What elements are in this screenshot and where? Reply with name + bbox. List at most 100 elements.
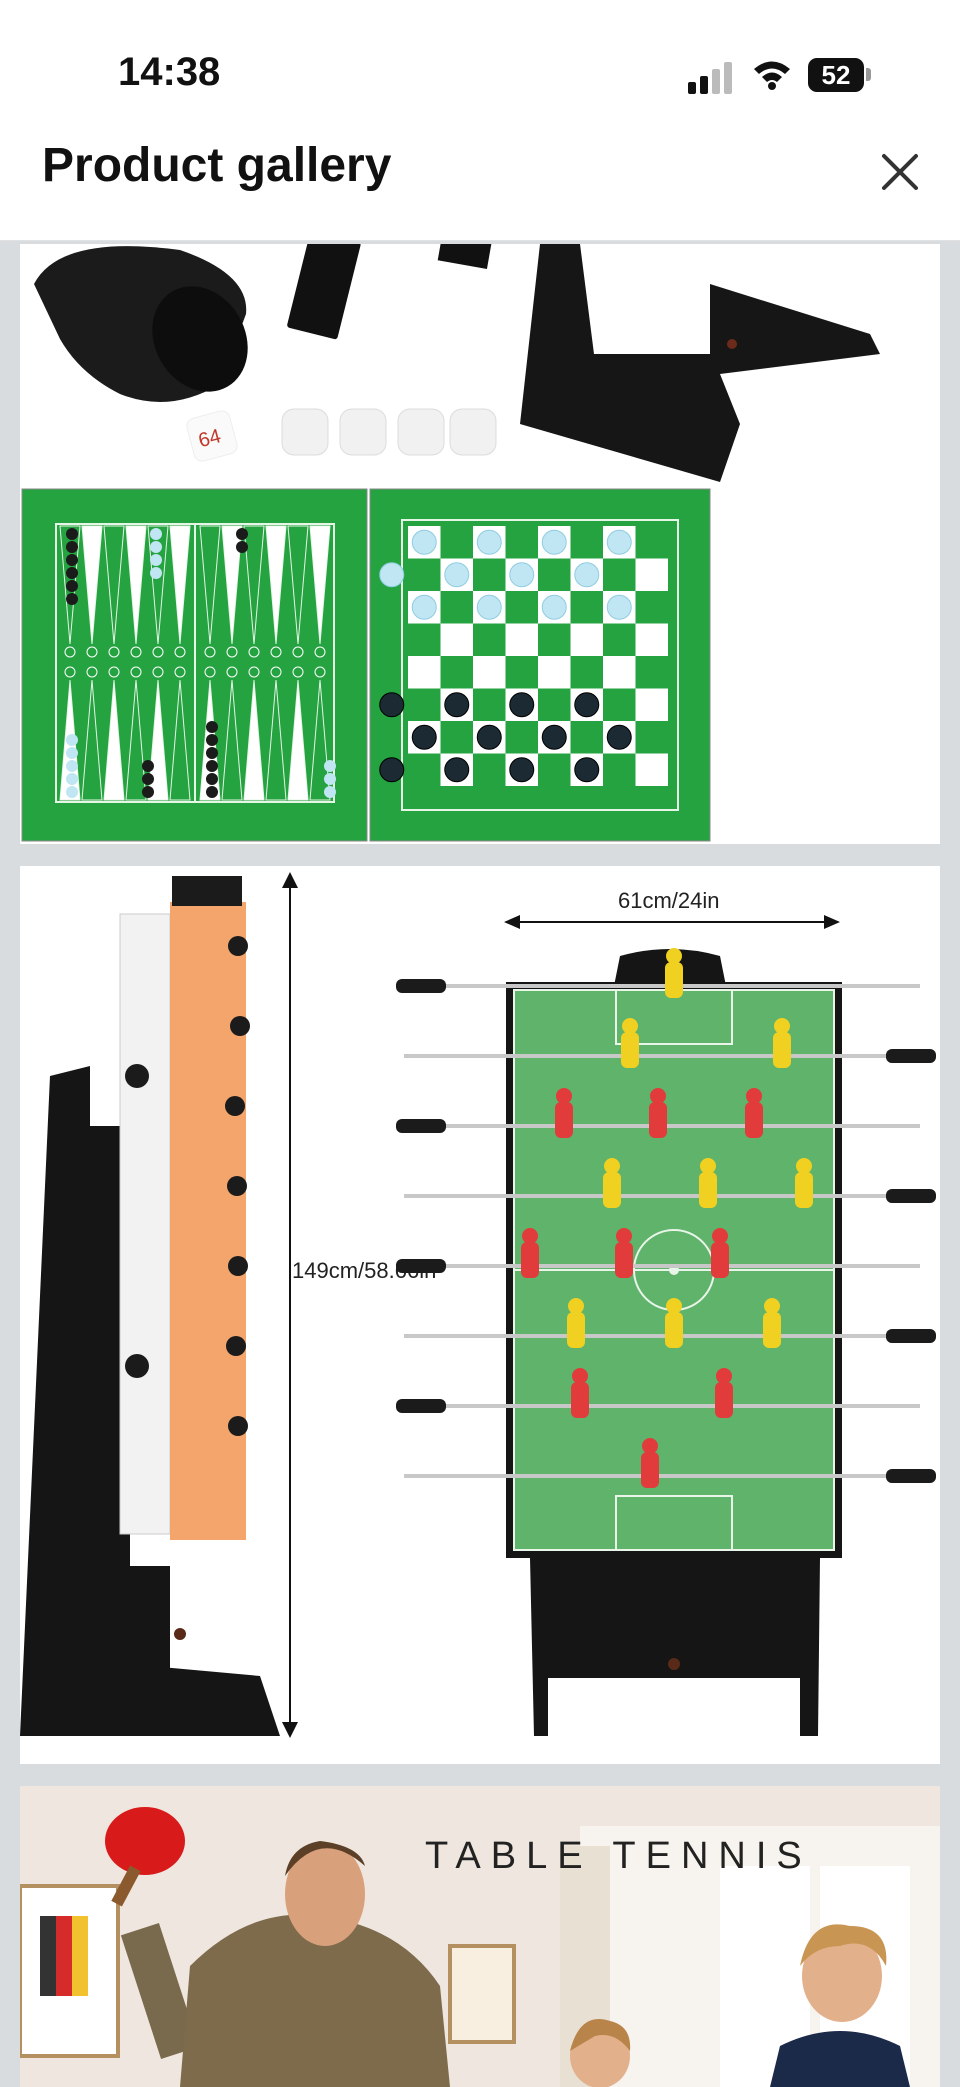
backgammon-point (169, 679, 191, 801)
checkers-square (635, 753, 668, 786)
foosball-player-head (774, 1018, 790, 1034)
checkers-board (369, 488, 711, 842)
checkers-square (538, 688, 571, 721)
checker-piece-light (411, 594, 437, 620)
backgammon-checker (206, 747, 218, 759)
leg-piece (437, 244, 493, 269)
battery-indicator: 52 (808, 58, 864, 92)
checkers-square (538, 753, 571, 786)
backgammon-marker (152, 646, 164, 658)
checker-piece-light (476, 594, 502, 620)
checkers-square (635, 721, 668, 754)
checkers-square (538, 558, 571, 591)
backgammon-point (265, 525, 287, 645)
ping-pong-paddle (105, 1807, 185, 1907)
backgammon-checker (150, 541, 162, 553)
backgammon-marker (174, 646, 186, 658)
backgammon-checker (66, 580, 78, 592)
backgammon-checker (66, 554, 78, 566)
foosball-player (665, 962, 683, 998)
white-dice (281, 408, 497, 456)
backgammon-checker (236, 541, 248, 553)
foosball-player-head (650, 1088, 666, 1104)
gallery-image-games[interactable]: 64 (20, 244, 940, 844)
backgammon-checker (142, 773, 154, 785)
checkers-square (505, 656, 538, 689)
checkers-square (408, 688, 441, 721)
checkers-square (408, 558, 441, 591)
foosball-player (745, 1102, 763, 1138)
folded-table-side-view (20, 876, 280, 1736)
checker-piece-light (541, 529, 567, 555)
backgammon-point (147, 679, 169, 801)
backgammon-checker (66, 773, 78, 785)
checker-piece-light (541, 594, 567, 620)
backgammon-marker (314, 646, 326, 658)
checkers-square (603, 558, 636, 591)
backgammon-checker (206, 773, 218, 785)
backgammon-checker (150, 567, 162, 579)
checkers-square (570, 526, 603, 559)
checker-piece-dark (379, 692, 405, 718)
checkers-square (538, 623, 571, 656)
checker-piece-dark (476, 724, 502, 750)
table-tennis-image: TABLE TENNIS (20, 1786, 940, 2087)
backgammon-checker (150, 554, 162, 566)
backgammon-point (221, 679, 243, 801)
backgammon-marker (86, 646, 98, 658)
checkers-square (408, 656, 441, 689)
gallery-image-foosball[interactable]: 149cm/58.66in 61cm/24in (20, 866, 940, 1764)
backgammon-checker (324, 786, 336, 798)
foosball-player-head (700, 1158, 716, 1174)
foosball-handle (396, 979, 446, 993)
checkers-square (440, 623, 473, 656)
foosball-player-head (666, 948, 682, 964)
backgammon-point (125, 525, 147, 645)
man-player (120, 1841, 450, 2087)
backgammon-point (309, 525, 331, 645)
checkers-square (635, 526, 668, 559)
checkers-square (635, 688, 668, 721)
backgammon-marker (130, 666, 142, 678)
foosball-image: 149cm/58.66in 61cm/24in (20, 872, 936, 1738)
backgammon-point (265, 679, 287, 801)
checkers-square (635, 623, 668, 656)
checkers-square (473, 623, 506, 656)
checker-piece-dark (444, 757, 470, 783)
checker-piece-light (606, 594, 632, 620)
foosball-player (795, 1172, 813, 1208)
checkers-square (570, 656, 603, 689)
close-icon[interactable] (872, 144, 928, 200)
backgammon-checker (324, 773, 336, 785)
backgammon-point (169, 525, 191, 645)
checkers-square (408, 623, 441, 656)
child-player (570, 1924, 910, 2087)
table-stand-leg (520, 244, 880, 482)
status-bar: 14:38 52 (0, 0, 960, 140)
backgammon-point (287, 679, 309, 801)
checkers-square (505, 526, 538, 559)
checkers-square (570, 623, 603, 656)
gallery-header: Product gallery (0, 130, 960, 241)
battery-tip (866, 68, 871, 81)
checkers-square (603, 753, 636, 786)
checker-piece-dark (509, 757, 535, 783)
backgammon-point (243, 679, 265, 801)
checkers-square (473, 753, 506, 786)
foosball-player-head (796, 1158, 812, 1174)
foosball-player-head (556, 1088, 572, 1104)
gallery-image-table-tennis[interactable]: TABLE TENNIS (20, 1786, 940, 2087)
foosball-player-head (716, 1368, 732, 1384)
foosball-player (615, 1242, 633, 1278)
checkers-square (440, 526, 473, 559)
width-label: 61cm/24in (618, 888, 720, 913)
backgammon-marker (130, 646, 142, 658)
checker-piece-dark (574, 757, 600, 783)
backgammon-point (103, 679, 125, 801)
checker-piece-light (444, 562, 470, 588)
backgammon-marker (86, 666, 98, 678)
checkers-square (473, 656, 506, 689)
checkers-square (603, 656, 636, 689)
checker-piece-dark (541, 724, 567, 750)
checker-piece-dark (509, 692, 535, 718)
